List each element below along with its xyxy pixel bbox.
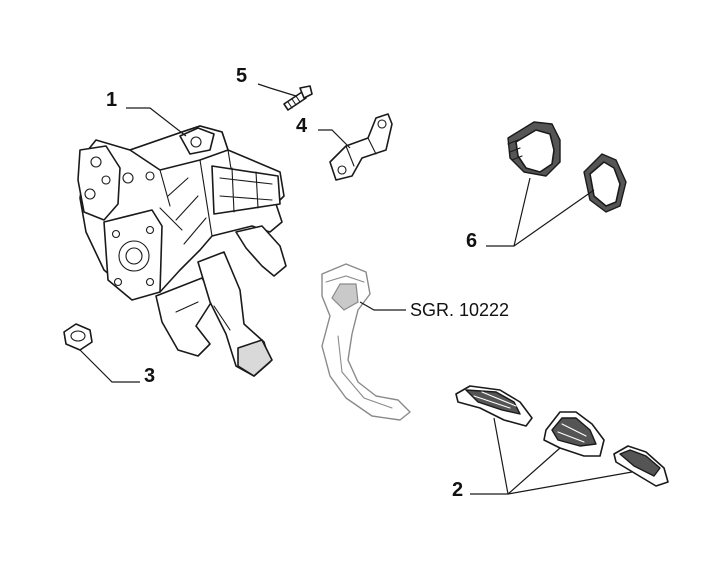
seal-pair (507, 121, 627, 213)
callout-3: 3 (144, 365, 156, 387)
reference-code: SGR. 10222 (410, 300, 510, 320)
bracket (329, 113, 393, 181)
pedal-pads (455, 385, 669, 487)
leader-line-5 (257, 83, 297, 97)
leader-line-3 (79, 349, 140, 383)
leader-line-1 (126, 107, 187, 137)
leader-line-2 (470, 417, 633, 495)
callout-4: 4 (296, 115, 308, 137)
leader-line-4 (318, 129, 351, 149)
nut (63, 323, 93, 351)
leader-line-reference (359, 301, 406, 311)
callout-2: 2 (452, 479, 464, 501)
referenced-accelerator-pedal (321, 263, 411, 421)
callout-5: 5 (236, 65, 248, 87)
bolt (283, 85, 313, 111)
pedal-box-assembly (77, 125, 287, 377)
callout-6: 6 (466, 230, 478, 252)
leader-line-6 (486, 177, 595, 247)
callout-1: 1 (106, 89, 118, 111)
